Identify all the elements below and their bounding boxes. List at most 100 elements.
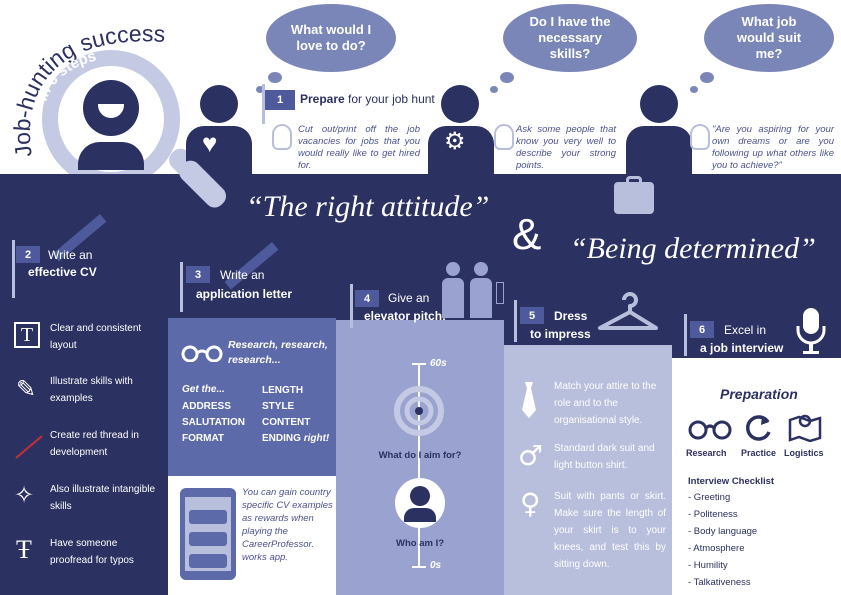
elevator-person-icon (446, 262, 460, 276)
who-avatar-body (404, 508, 436, 522)
step2-title-line1: Write an (48, 248, 93, 262)
step5-title-bold2: to impress (530, 327, 591, 341)
cv-item-4: Also illustrate intangible skills (50, 484, 156, 512)
list-item: LENGTH (262, 385, 304, 396)
letter-list-left: ADDRESS SALUTATION FORMAT (182, 399, 245, 447)
step1-title: Prepare for your job hunt (300, 92, 435, 106)
bubble-dot (700, 72, 714, 83)
cv-item-2: Illustrate skills with examples (50, 376, 133, 404)
flag-pole (12, 240, 15, 298)
list-item: ENDING right! (262, 431, 329, 447)
glasses-icon (688, 418, 732, 440)
list-item: CONTENT (262, 417, 311, 428)
ending-emphasis: right! (303, 433, 330, 444)
list-item: FORMAT (182, 433, 225, 444)
timeline-top-label: 60s (430, 358, 447, 369)
heart-icon: ♥ (202, 128, 218, 158)
hanger-icon (596, 290, 660, 334)
step2-title-bold: effective CV (28, 265, 97, 279)
quote-ampersand: & (512, 210, 542, 259)
step6-column (672, 358, 841, 595)
letter-list-right: LENGTH STYLE CONTENT ENDING right! (262, 383, 329, 447)
step3-title-bold: application letter (196, 287, 293, 301)
paint-brush-icon: ✎ (16, 376, 37, 403)
phone-tile (189, 510, 227, 524)
bubble-dot (500, 72, 514, 83)
step4-title-bold: elevator pitch! (364, 309, 447, 323)
step2-title-line2: effective CV (28, 265, 97, 280)
tie-icon (520, 382, 538, 418)
thought-bubble-1: What would I love to do? (266, 4, 396, 72)
timeline-bottom-label: 0s (430, 560, 442, 571)
elevator-person-icon (442, 278, 464, 318)
briefcase-handle (626, 176, 642, 184)
step6-title-bold: a job interview (700, 341, 784, 355)
step4-title-line2: elevator pitch! (364, 309, 446, 324)
bubble-dot (490, 86, 498, 93)
microphone-icon (794, 306, 828, 356)
target-icon (394, 386, 444, 436)
bubble-text: What would I love to do? (290, 22, 372, 53)
dress-item-2: Standard dark suit and light button shir… (554, 443, 655, 471)
step6-title-line1: Excel in (724, 323, 767, 337)
bubble-text: What job would suit me? (736, 14, 802, 61)
lightbulb-icon (272, 124, 292, 150)
research-text: Research, research, research... (228, 339, 328, 366)
step1-bold: Prepare (300, 92, 345, 106)
checklist-item: - Body language (688, 526, 758, 537)
cv-item-5: Have someone proofread for typos (50, 538, 134, 566)
checklist-item: - Politeness (688, 509, 738, 520)
dress-item-1: Match your attire to the role and to the… (554, 381, 657, 426)
prep-label-logistics: Logistics (784, 448, 824, 458)
bubble-dot (690, 86, 698, 93)
thought-bubble-3: What job would suit me? (704, 4, 834, 72)
checklist-title: Interview Checklist (688, 476, 775, 487)
person-body (428, 126, 494, 174)
prep-label-practice: Practice (741, 448, 777, 458)
page-title: Job-hunting success (9, 6, 210, 158)
step2-column (0, 282, 168, 595)
list-item: ADDRESS (182, 401, 231, 412)
person-body (626, 126, 692, 174)
step5-title-line2: to impress (530, 327, 591, 342)
person-head (441, 85, 479, 123)
cv-item-3: Create red thread in development (50, 430, 139, 458)
step4-column (336, 320, 504, 595)
step4-title-line1: Give an (388, 291, 430, 305)
prep-note-3: "Are you aspiring for your own dreams or… (712, 124, 834, 171)
aim-label: What do I aim for? (378, 450, 462, 461)
flag-pole (514, 300, 517, 342)
quote-right: “Being determined” (570, 232, 816, 265)
checklist-item: - Greeting (688, 492, 731, 503)
checklist-item: - Humility (688, 560, 728, 571)
ending-label: ENDING (262, 433, 301, 444)
gear-icon: ⚙ (444, 128, 466, 155)
step4-number: 4 (355, 290, 379, 307)
step3-number: 3 (186, 266, 210, 283)
step5-column (504, 345, 672, 595)
bubble-text: Do I have the necessary skills? (529, 14, 611, 61)
svg-text:in 6 steps: in 6 steps (40, 48, 98, 104)
list-item: SALUTATION (182, 417, 245, 428)
step5-number: 5 (520, 307, 544, 324)
phone-tile (189, 554, 227, 568)
step1-rest: for your job hunt (348, 92, 435, 106)
text-box-icon: T (14, 322, 40, 348)
avatar-smile (98, 104, 124, 118)
step2-number: 2 (16, 246, 40, 263)
elevator-person-icon (474, 262, 488, 276)
step6-number: 6 (690, 321, 714, 338)
who-label: Who am I? (395, 538, 445, 549)
timeline-line (418, 364, 420, 568)
prep-note-2: Ask some people that know you very well … (516, 124, 616, 171)
dress-item-3: Suit with pants or skirt. Make sure the … (554, 491, 666, 570)
step3-title-line2: application letter (196, 287, 292, 302)
strikethrough-t-icon: Ŧ (16, 535, 32, 564)
sparkle-icon: ✧ (14, 482, 35, 509)
who-avatar-head (410, 486, 430, 506)
flag-pole (262, 84, 265, 124)
person-head (200, 85, 238, 123)
step3-column (168, 318, 336, 476)
briefcase-icon (614, 182, 654, 214)
flag-pole (684, 314, 687, 356)
